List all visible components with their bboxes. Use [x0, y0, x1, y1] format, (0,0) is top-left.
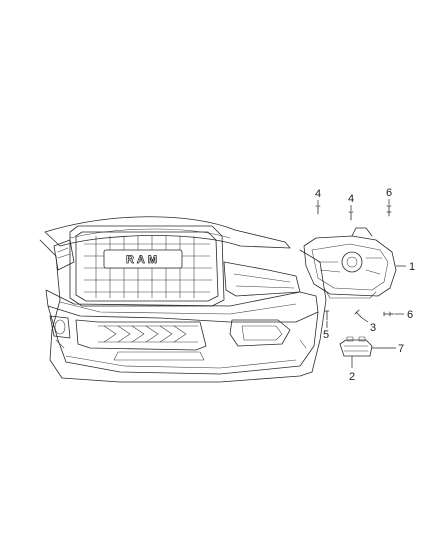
fog-lamp-module	[339, 336, 373, 357]
fastener-3-icon	[354, 309, 363, 319]
callout-5: 5	[323, 329, 329, 341]
callout-6a: 6	[386, 187, 392, 199]
callout-6b: 6	[407, 309, 413, 321]
fastener-4b-icon	[348, 211, 354, 221]
truck-front-illustration: RAM	[39, 216, 327, 383]
fastener-6a-icon	[386, 205, 392, 217]
callout-3: 3	[370, 322, 376, 334]
grille-badge-text: RAM	[126, 254, 160, 266]
fastener-6b-icon	[383, 311, 395, 317]
fastener-4a-icon	[315, 205, 321, 215]
callout-4a: 4	[315, 188, 321, 200]
fastener-5-icon	[324, 310, 330, 321]
callout-2: 2	[349, 371, 355, 383]
callout-1: 1	[409, 261, 415, 273]
leader-lines	[317, 199, 406, 368]
callout-7: 7	[398, 343, 404, 355]
callout-4b: 4	[348, 193, 354, 205]
headlamp-assembly	[303, 227, 397, 299]
